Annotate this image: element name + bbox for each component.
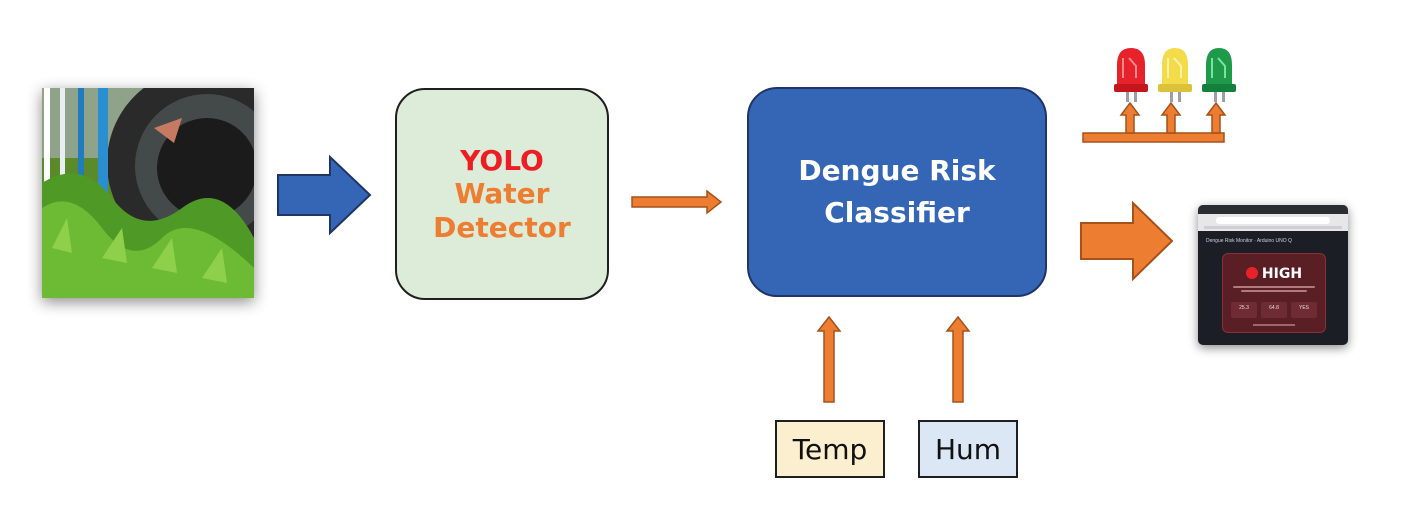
hum-sensor-box: Hum — [918, 420, 1018, 478]
temp-label: Temp — [792, 432, 868, 466]
metrics-row: 25.3 64.8 YES — [1231, 302, 1317, 318]
water-label: Water — [454, 177, 550, 211]
yellow-led-icon — [1158, 48, 1192, 102]
red-dot-icon — [1245, 267, 1258, 279]
address-bar — [1216, 217, 1330, 224]
metric-water: YES — [1291, 302, 1317, 318]
metric-temp: 25.3 — [1231, 302, 1257, 318]
risk-level: HIGH — [1223, 266, 1325, 282]
led-bus-bar — [1082, 132, 1225, 143]
led-red-arrow — [1119, 101, 1141, 134]
dengue-risk-classifier-box: Dengue Risk Classifier — [747, 87, 1047, 297]
yolo-label: YOLO — [460, 143, 544, 177]
red-led-icon — [1114, 48, 1148, 102]
classifier-line1: Dengue Risk — [798, 154, 996, 187]
yolo-water-detector-box: YOLO Water Detector — [395, 88, 609, 300]
dashboard-title: Dengue Risk Monitor · Arduino UNO Q — [1206, 238, 1292, 244]
browser-tab-bar — [1198, 205, 1348, 214]
yolo-to-classifier-arrow — [631, 189, 723, 215]
bookmarks-bar — [1204, 226, 1342, 229]
temp-to-classifier-arrow — [816, 315, 842, 403]
hum-label: Hum — [934, 432, 1002, 466]
led-green-arrow — [1205, 101, 1227, 134]
browser-chrome — [1198, 205, 1348, 231]
photo-to-yolo-arrow — [277, 154, 372, 236]
hum-to-classifier-arrow — [945, 315, 971, 403]
risk-description — [1233, 286, 1315, 296]
risk-level-text: HIGH — [1261, 266, 1303, 282]
dashboard-screenshot: Dengue Risk Monitor · Arduino UNO Q HIGH… — [1198, 205, 1348, 345]
risk-card: HIGH 25.3 64.8 YES — [1222, 253, 1326, 333]
metric-hum: 64.8 — [1261, 302, 1287, 318]
green-led-icon — [1202, 48, 1236, 102]
classifier-to-dashboard-arrow — [1080, 200, 1174, 282]
card-footer — [1253, 324, 1295, 326]
classifier-line2: Classifier — [824, 196, 970, 229]
led-yellow-arrow — [1160, 101, 1182, 134]
temp-sensor-box: Temp — [775, 420, 885, 478]
tire-water-photo — [42, 88, 254, 298]
detector-label: Detector — [433, 210, 571, 244]
